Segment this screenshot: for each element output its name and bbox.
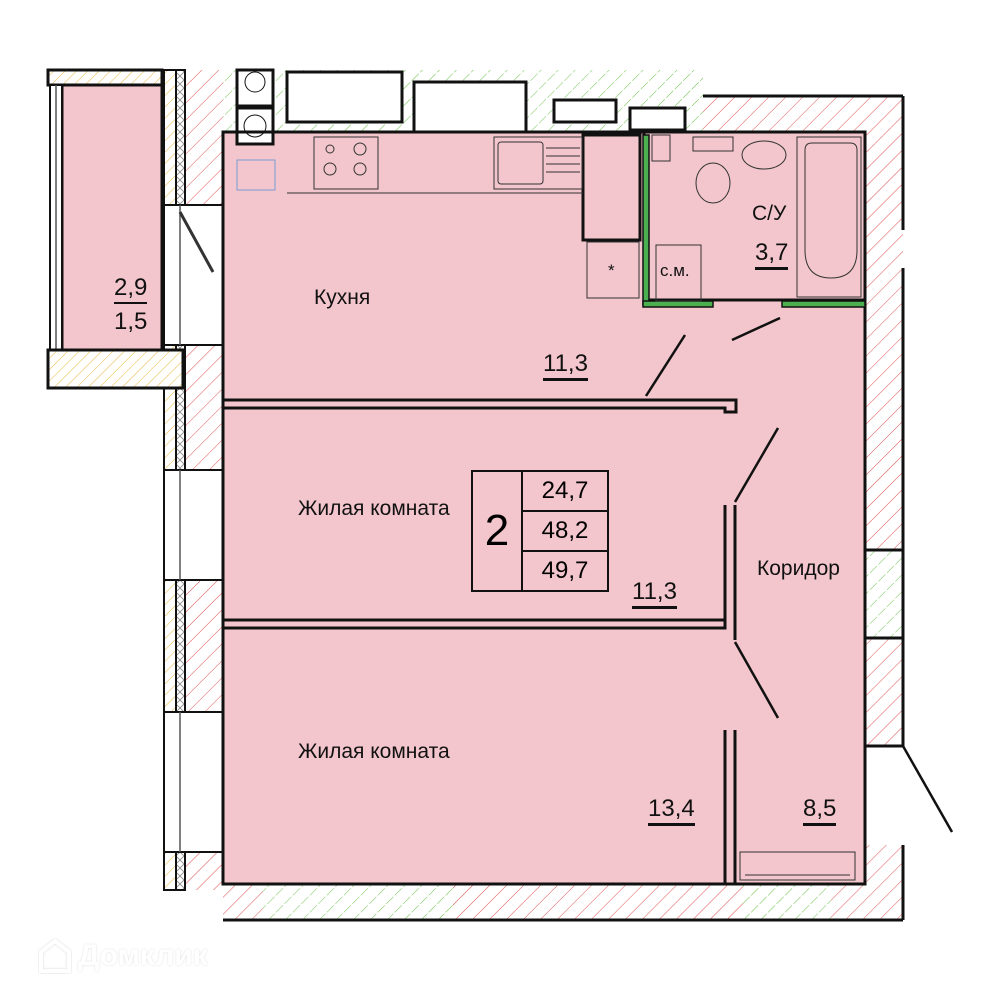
apartment-summary-table: 2 24,7 48,2 49,7 (471, 470, 609, 592)
fridge-icon (586, 241, 640, 299)
watermark: Домклик (38, 938, 208, 974)
balcony (46, 68, 185, 390)
interior-walls (221, 94, 905, 922)
rooms-count: 2 (473, 472, 523, 590)
bathroom-walls (642, 130, 867, 308)
sink-icon (493, 136, 583, 190)
room-area-corridor: 8,5 (803, 797, 837, 826)
room-label-living-1: Жилая комната (298, 497, 450, 520)
fridge-symbol: * (608, 261, 615, 280)
balcony-area-bottom: 1,5 (114, 308, 148, 335)
toilet-icon (695, 162, 731, 204)
total-area-value: 48,2 (523, 512, 607, 552)
washing-machine-label: с.м. (660, 261, 690, 280)
balcony-door-icon (178, 211, 215, 273)
watermark-text: Домклик (78, 939, 208, 972)
room-area-living-1: 11,3 (632, 580, 677, 609)
bathtub-icon (796, 136, 862, 298)
radiator-icon (739, 851, 856, 881)
room-label-kitchen: Кухня (314, 286, 371, 309)
total-with-balcony-value: 49,7 (541, 557, 589, 584)
room-label-living-2: Жилая комната (298, 740, 450, 763)
room-label-bathroom: С/У (752, 202, 787, 225)
balcony-area-top: 2,9 (114, 276, 148, 304)
washing-machine-icon (655, 244, 702, 302)
vent-shafts (235, 68, 687, 191)
room-area-living-2: 13,4 (648, 797, 695, 826)
room-label-corridor: Коридор (757, 557, 840, 580)
room-area-kitchen: 11,3 (543, 352, 588, 381)
stove-icon (313, 136, 379, 190)
kitchen-fixtures (287, 134, 862, 881)
living-area-value: 24,7 (523, 472, 607, 512)
windows-left (163, 204, 224, 853)
house-logo-icon (39, 938, 71, 973)
door-swings (644, 316, 954, 833)
washbasin-icon (741, 140, 787, 170)
room-area-bathroom: 3,7 (755, 241, 789, 270)
